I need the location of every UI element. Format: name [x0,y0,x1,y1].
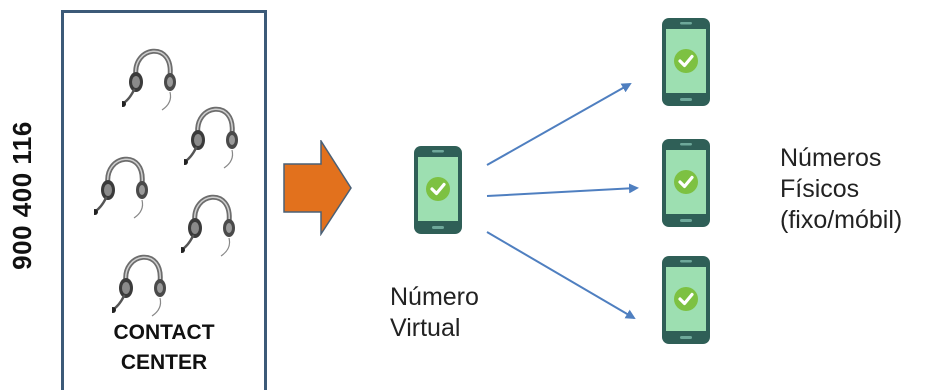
physical-numbers-line3: (fixo/móbil) [780,206,903,234]
contact-center-label: CONTACT CENTER [64,318,264,378]
physical-numbers-line1: Números [780,144,882,172]
physical-numbers-line2: Físicos [780,175,860,203]
right-arrow-icon [283,140,352,236]
headset-icon [112,238,174,318]
physical-phone-icon [661,255,711,345]
side-phone-number-text: 900 400 116 [6,120,37,270]
virtual-number-line1: Número [390,283,479,311]
virtual-number-line2: Virtual [390,314,461,342]
connector-line-middle [486,183,639,197]
contact-center-box [61,10,267,390]
contact-center-line2: CENTER [120,351,208,374]
headset-icon [184,90,246,170]
connector-line-top [486,83,632,166]
virtual-phone-icon [413,145,463,235]
virtual-number-label: Número Virtual [390,282,479,344]
physical-phone-icon [661,17,711,107]
contact-center-line1: CONTACT [113,321,215,344]
side-phone-number: 900 400 116 [2,100,42,290]
headset-icon [181,178,243,258]
connector-line-bottom [486,231,636,320]
headset-icon [94,140,156,220]
headset-icon [122,32,184,112]
physical-phone-icon [661,138,711,228]
physical-numbers-label: Números Físicos (fixo/móbil) [780,143,902,236]
